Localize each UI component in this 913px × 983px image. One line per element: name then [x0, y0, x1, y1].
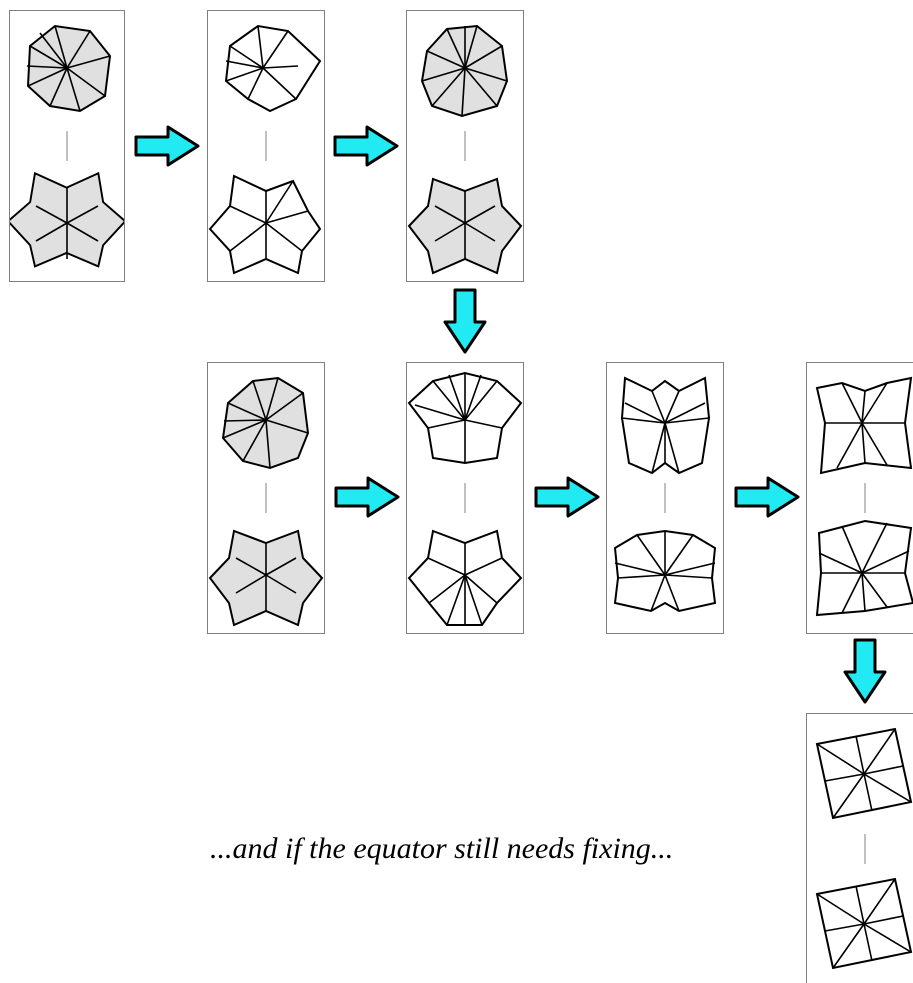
step-8-puzzle-icon [815, 727, 913, 970]
step-3-puzzle-icon [407, 24, 523, 275]
step-6-puzzle-icon [613, 376, 717, 613]
right-arrow-icon [334, 476, 400, 518]
down-arrow-icon [843, 638, 887, 704]
top-square-plain [815, 376, 913, 475]
step-2-puzzle-icon [208, 24, 322, 275]
right-arrow-icon [734, 476, 800, 518]
step-3-panel [406, 10, 524, 282]
step-5-puzzle-icon [407, 371, 523, 626]
bottom-square-plain [815, 519, 913, 617]
step-2-panel [207, 10, 325, 282]
bottom-star-shaded [10, 171, 124, 268]
step-8-panel [806, 713, 913, 983]
top-star-plain-sliced [407, 371, 523, 465]
top-flower-shaded [26, 24, 112, 113]
bottom-pentagon-plain [613, 529, 717, 613]
top-square-tilted-plain [815, 727, 913, 820]
right-arrow-icon [134, 125, 200, 167]
right-arrow-icon [534, 476, 600, 518]
bottom-star-shaded [208, 529, 324, 627]
step-6-panel [606, 362, 724, 634]
step-7-panel [806, 362, 913, 634]
down-arrow-icon [443, 288, 487, 354]
step-4-panel [207, 362, 325, 634]
bottom-star-shaded [407, 177, 523, 275]
step-1-panel [9, 10, 125, 282]
caption-text: ...and if the equator still needs fixing… [210, 832, 674, 865]
step-5-panel [406, 362, 524, 634]
step-7-puzzle-icon [815, 376, 913, 617]
top-flower-shaded [420, 24, 509, 118]
bottom-flower-plain [407, 529, 523, 626]
step-1-puzzle-icon [10, 24, 124, 268]
right-arrow-icon [333, 125, 399, 167]
top-pentagon-plain [620, 376, 711, 475]
bottom-square-tilted-plain [815, 877, 913, 970]
bottom-star-plain-sliced [208, 174, 322, 275]
step-4-puzzle-icon [208, 376, 324, 627]
top-flower-shaded [221, 376, 310, 470]
top-flower-plain [224, 24, 322, 113]
